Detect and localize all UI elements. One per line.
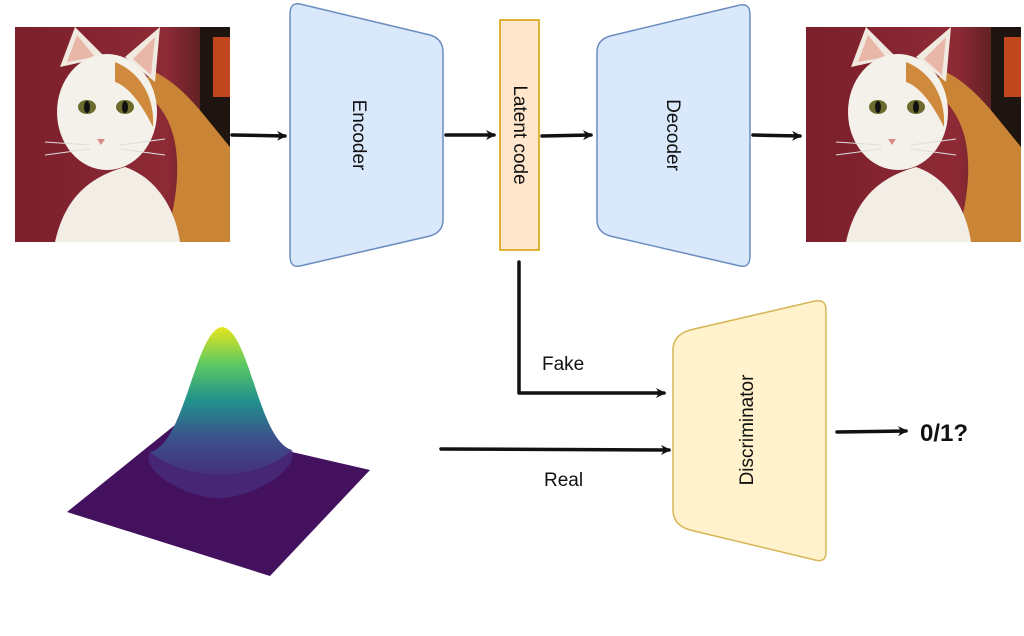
decoder-label: Decoder: [662, 99, 683, 171]
fake-edge-label: Fake: [542, 354, 584, 375]
arrow-input-to-encoder: [230, 130, 287, 141]
gaussian-prior-surface: [67, 327, 370, 576]
discriminator-block: Discriminator: [672, 299, 827, 562]
encoder-label: Encoder: [348, 100, 369, 171]
arrow-discriminator-output: [835, 426, 908, 437]
latent-code-label: Latent code: [509, 85, 530, 184]
arrow-fake-to-discriminator: [517, 260, 666, 398]
real-edge-label: Real: [544, 470, 583, 491]
discriminator-label: Discriminator: [737, 374, 758, 486]
arrow-real-to-discriminator: [439, 444, 671, 455]
decoder-block: Decoder: [596, 3, 751, 268]
arrow-latent-to-decoder: [540, 130, 593, 141]
latent-code-block: Latent code: [499, 19, 540, 251]
arrow-decoder-to-output: [751, 130, 802, 141]
encoder-block: Encoder: [289, 2, 444, 268]
input-cat-image: [14, 26, 231, 243]
reconstructed-cat-image: [805, 26, 1022, 243]
output-label: 0/1?: [920, 420, 968, 447]
